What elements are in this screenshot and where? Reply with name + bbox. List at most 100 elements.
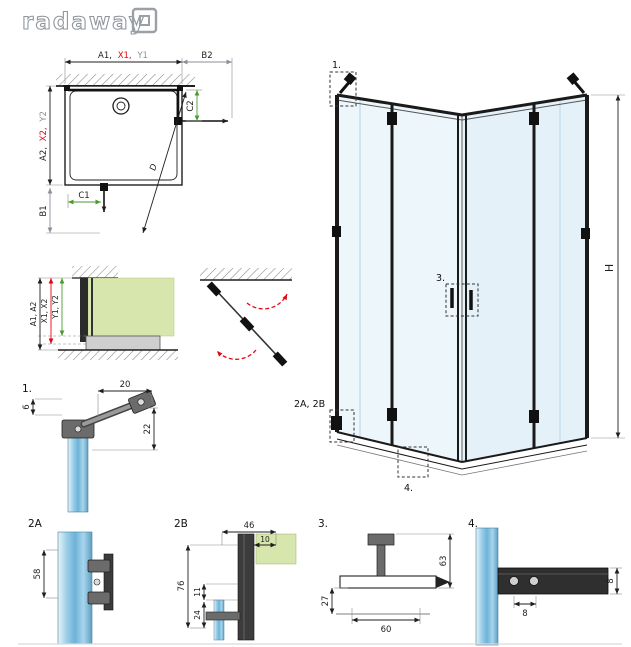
dim-label-a1a2: A1, A2: [29, 301, 38, 326]
dim-46: 46: [221, 521, 277, 545]
dim-label-left: A2, X2, Y2: [39, 111, 49, 161]
detail-4: 4. 8 8: [468, 518, 622, 646]
dim-8-horizontal: 8: [513, 596, 537, 619]
hinge-bottom-right-door: [529, 410, 539, 423]
corner-swing-detail: [200, 268, 292, 367]
knob-cap: [367, 533, 395, 546]
swing-arrow-lower: [216, 349, 257, 360]
callout-2ab: 2A, 2B: [294, 399, 355, 443]
dim-label-58: 58: [33, 569, 43, 580]
dim-22: 22: [92, 407, 158, 451]
dim-section-y: Y1, Y2: [51, 278, 65, 336]
dim-24: 24: [193, 602, 207, 628]
wall-bracket-top-left: [338, 72, 357, 94]
dim-top-main: A1, X1, Y1: [64, 51, 183, 84]
wall-clamp-right: [581, 228, 590, 239]
glass-height-zone: [87, 277, 175, 337]
dim-label-c1: C1: [78, 191, 89, 201]
dim-height-h: H: [591, 94, 625, 439]
dim-label-46: 46: [244, 521, 255, 531]
swing-arrow-upper: [246, 293, 288, 310]
dim-right-c2: C2: [186, 89, 202, 122]
hinge-top: [206, 281, 222, 297]
radaway-logo: radaway: [21, 7, 158, 36]
dim-a1: A1,: [98, 51, 112, 61]
dim-label-8-h: 8: [522, 609, 527, 619]
hinge-top-left-door: [387, 112, 397, 125]
wall-clamp-bottom-left: [331, 416, 342, 430]
dim-label-20: 20: [120, 380, 131, 390]
plan-view: D A1, X1, Y1 B2 C2: [39, 51, 233, 234]
dim-6: 6: [22, 398, 62, 416]
shower-tray-plan: [64, 85, 183, 186]
corner-fitting-right: [177, 85, 183, 91]
dim-x2: X2,: [39, 127, 49, 141]
hinge-bottom-left-door: [387, 408, 397, 421]
wall-clamp-left: [332, 226, 341, 237]
screw-channel-right: [529, 576, 539, 586]
dim-label-top: A1, X1, Y1: [98, 51, 148, 61]
corner-profile: [237, 533, 255, 641]
dim-label-6: 6: [22, 404, 32, 409]
detail-3: 3. 63 27 60: [318, 518, 454, 635]
wall-hatch-top: [72, 266, 118, 279]
door-hinges: [387, 112, 539, 423]
dim-label-x1x2: X1, X2: [40, 298, 49, 323]
corner-fitting-left: [64, 85, 70, 91]
detail-1-title: 1.: [22, 383, 32, 395]
callout-1: 1.: [329, 60, 357, 107]
logo-square-icon: [131, 7, 158, 34]
dim-label-24: 24: [193, 610, 202, 620]
dim-8-vertical: 8: [606, 567, 622, 595]
callout-4: 4.: [397, 446, 429, 494]
dim-a2: A2,: [39, 147, 49, 161]
section-view: A1, A2 X1, X2 Y1, Y2: [29, 266, 178, 360]
dim-label-8-v: 8: [606, 578, 616, 583]
dim-left-main: A2, X2, Y2: [39, 85, 63, 186]
detail-3-title: 3.: [318, 518, 328, 530]
dim-label-b1: B1: [39, 205, 49, 216]
dim-label-10: 10: [260, 535, 270, 544]
drain-inner: [116, 101, 126, 111]
dim-27: 27: [321, 587, 348, 614]
wall-bracket-top-right: [566, 72, 586, 94]
hinge-top-right-door: [529, 112, 539, 125]
dim-section-x: X1, X2: [40, 278, 54, 344]
detail-2b: 2B 46 10 76 11 24: [174, 518, 297, 641]
dim-76: 76: [177, 544, 238, 629]
dim-label-22: 22: [143, 424, 153, 435]
clamp-lower: [87, 591, 111, 605]
drain-outer: [112, 97, 130, 115]
dim-label-b2: B2: [201, 51, 212, 61]
dim-label-27: 27: [321, 596, 331, 607]
callout-2ab-label: 2A, 2B: [294, 399, 325, 410]
vertical-profiles: [335, 95, 589, 461]
dim-top-b2: B2: [182, 51, 233, 118]
wall-rail-section: [339, 575, 437, 589]
iso-view: 1. 3. 2A, 2B 4. H: [294, 60, 625, 494]
hinge-middle: [239, 316, 255, 332]
dim-label-60: 60: [381, 625, 392, 635]
wall-hatch: [200, 268, 292, 281]
glass-panel: [67, 429, 89, 513]
dim-60: 60: [351, 608, 421, 635]
wall-section-top: [56, 74, 195, 87]
callout-3: 3.: [436, 273, 479, 317]
glass-panel: [475, 527, 499, 646]
dim-10: 10: [254, 535, 276, 548]
dim-20: 20: [97, 380, 153, 416]
dim-58: 58: [33, 549, 58, 599]
dim-label-76: 76: [177, 581, 187, 592]
detail-2a-title: 2A: [28, 518, 43, 530]
detail-4-title: 4.: [468, 518, 478, 530]
pivot-screw: [137, 398, 145, 406]
screw-channel-left: [509, 576, 519, 586]
wall-profile: [103, 553, 114, 611]
dim-diagonal-d: D: [142, 91, 187, 234]
dim-y2: Y2: [39, 111, 49, 123]
detail-2b-title: 2B: [174, 518, 188, 530]
clamp-screw: [93, 578, 101, 586]
clamp-screw: [74, 425, 82, 433]
